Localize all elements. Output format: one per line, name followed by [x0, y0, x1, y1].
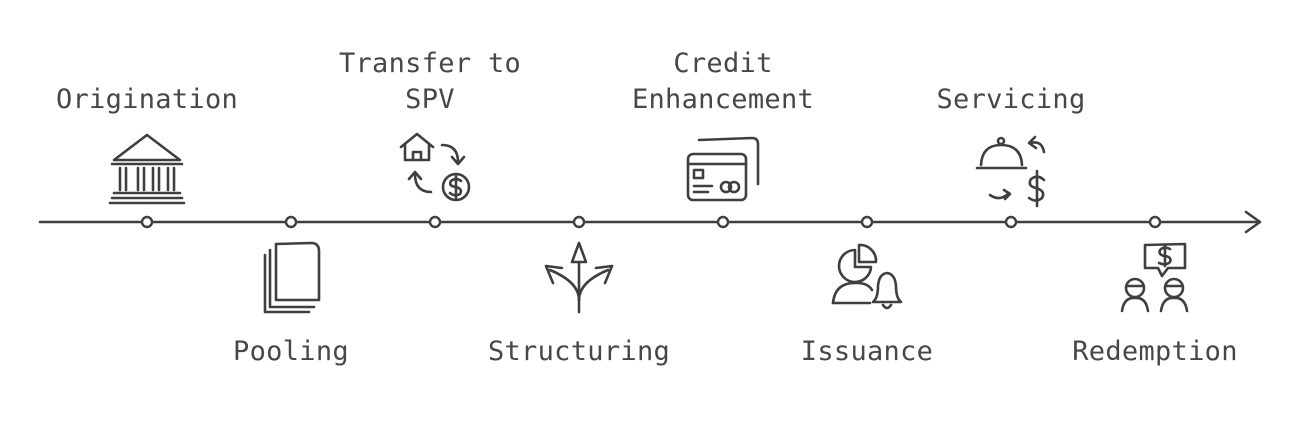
- people-dollar-bubble-icon: [1120, 242, 1189, 313]
- node-redemption: [1148, 215, 1162, 229]
- node-origination: [140, 215, 154, 229]
- stage-label-issuance: Issuance: [800, 336, 934, 367]
- node-credit: [716, 215, 730, 229]
- credit-cards-icon: [686, 136, 760, 202]
- bank-building-icon: [108, 133, 186, 205]
- stage-label-transfer: Transfer to SPV: [338, 48, 522, 115]
- stage-label-structuring: Structuring: [487, 336, 671, 367]
- stage-label-credit-enhancement: Credit Enhancement: [631, 48, 815, 115]
- stacked-documents-icon: [263, 241, 321, 314]
- house-to-dollar-exchange-icon: [399, 132, 471, 202]
- service-cloche-dollar-icon: [975, 135, 1046, 208]
- node-servicing: [1004, 215, 1018, 229]
- timeline-axis: [38, 210, 1262, 234]
- node-transfer: [428, 215, 442, 229]
- stage-label-servicing: Servicing: [936, 84, 1086, 115]
- stage-label-pooling: Pooling: [233, 336, 349, 367]
- node-structuring: [572, 215, 586, 229]
- timeline-arrowhead-icon: [1244, 210, 1262, 234]
- node-issuance: [860, 215, 874, 229]
- user-pie-bell-icon: [831, 243, 903, 310]
- timeline-nodes: [140, 215, 1162, 229]
- stage-label-origination: Origination: [55, 84, 239, 115]
- branching-arrows-icon: [544, 241, 614, 314]
- node-pooling: [284, 215, 298, 229]
- stage-label-redemption: Redemption: [1072, 336, 1238, 367]
